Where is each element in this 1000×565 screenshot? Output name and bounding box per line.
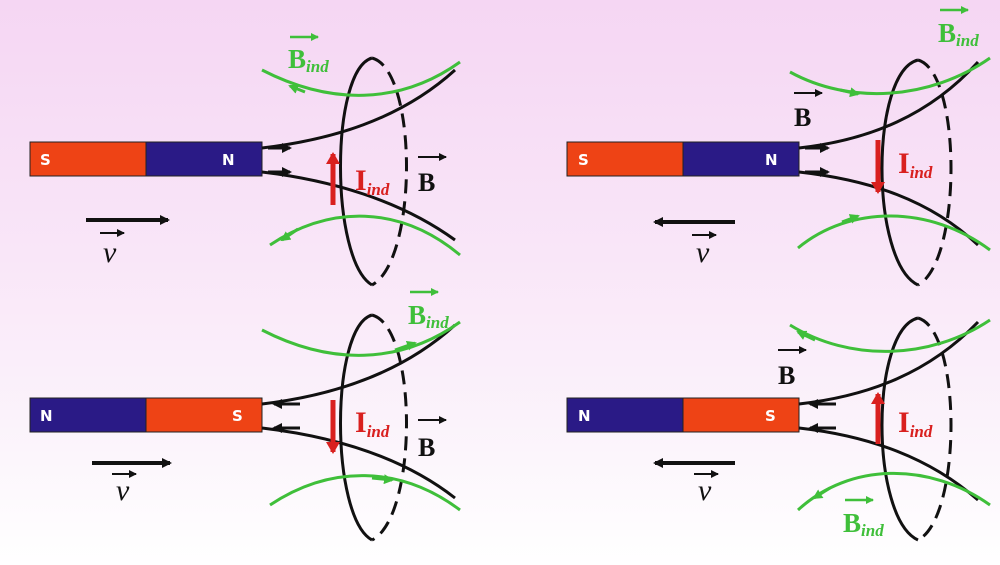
b-field-label: B xyxy=(418,433,435,462)
coil-back xyxy=(917,58,953,287)
induced-field-arrow-upper xyxy=(394,340,417,352)
magnet-left-pole xyxy=(29,141,147,177)
pole-label-right: N xyxy=(222,151,235,169)
induced-field-arc-lower xyxy=(269,474,461,512)
pole-label-right: S xyxy=(765,407,776,425)
induced-current-label: Iind xyxy=(355,164,390,199)
induced-field-arrow-upper xyxy=(839,87,860,98)
induced-current-label: Iind xyxy=(355,406,390,441)
magnet-right-pole xyxy=(682,397,800,433)
pole-label-right: S xyxy=(232,407,243,425)
b-field-label: B xyxy=(418,168,435,197)
magnet-left-pole xyxy=(566,141,684,177)
induced-field-arc-lower xyxy=(797,214,991,252)
induced-current-label: Iind xyxy=(898,406,933,441)
pole-label-right: N xyxy=(765,151,778,169)
induced-field-arrow-lower xyxy=(371,474,394,485)
induced-current-label: Iind xyxy=(898,147,933,182)
coil-back xyxy=(371,313,408,542)
pole-label-left: S xyxy=(40,151,51,169)
panel-bottom-right: N S Iind B Bind v xyxy=(566,316,991,542)
velocity-label: v xyxy=(698,474,712,507)
velocity-label: v xyxy=(696,236,710,269)
coil-front xyxy=(339,313,373,542)
field-line-upper xyxy=(798,320,980,406)
pole-label-left: N xyxy=(40,407,53,425)
induced-field-arc-upper xyxy=(789,318,991,353)
coil-front xyxy=(880,58,919,287)
pole-label-left: N xyxy=(578,407,591,425)
b-ind-label: Bind xyxy=(938,18,979,50)
induced-field-arc-upper xyxy=(789,56,991,95)
b-ind-label: Bind xyxy=(288,44,329,76)
field-line-lower xyxy=(798,426,979,502)
induced-field-arrow-lower xyxy=(841,214,860,224)
b-field-label: B xyxy=(778,361,795,390)
pole-label-left: S xyxy=(578,151,589,169)
panel-top-left: S N Iind B Bind v xyxy=(29,33,461,287)
induced-field-arrow-lower xyxy=(280,227,299,242)
magnet-right-pole xyxy=(682,141,800,177)
coil-front xyxy=(339,56,373,287)
velocity-label: v xyxy=(116,474,130,507)
b-ind-label: Bind xyxy=(843,508,884,540)
field-line-upper xyxy=(261,323,457,406)
induced-field-arc-upper xyxy=(261,60,461,97)
b-ind-label: Bind xyxy=(408,300,449,332)
induced-field-arrow-upper xyxy=(288,84,306,94)
coil-front xyxy=(880,316,919,542)
velocity-label: v xyxy=(103,236,117,269)
b-field-label: B xyxy=(794,103,811,132)
induced-field-arrow-upper xyxy=(796,330,816,342)
coil-back xyxy=(917,316,953,542)
panel-bottom-left: N S Iind B Bind v xyxy=(29,288,461,542)
magnet-right-pole xyxy=(145,397,263,433)
field-line-lower xyxy=(261,426,456,500)
induced-field-arrow-lower xyxy=(812,486,831,500)
panel-top-right: S N Iind B Bind v xyxy=(566,6,991,287)
coil-back xyxy=(371,56,408,287)
induced-field-arc-lower xyxy=(269,214,461,257)
magnet-right-pole xyxy=(145,141,263,177)
magnet-left-pole xyxy=(566,397,684,433)
induced-field-arc-upper xyxy=(261,320,461,357)
